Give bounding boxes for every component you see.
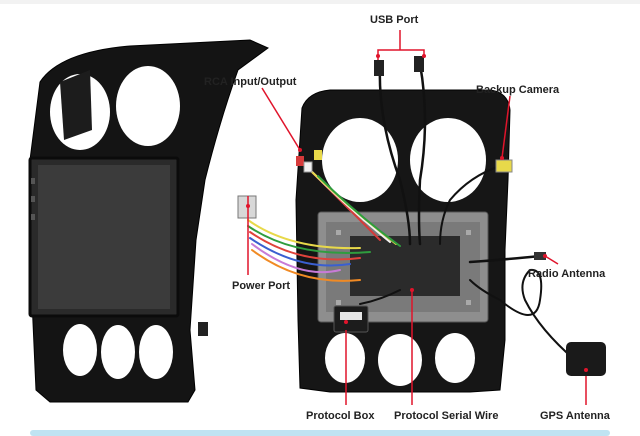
front-lower-vent-1 bbox=[63, 324, 97, 376]
radio-antenna-plug bbox=[534, 252, 546, 260]
usb-port-label: USB Port bbox=[370, 14, 419, 26]
gps-antenna-puck bbox=[566, 342, 606, 376]
protocol-serial-wire-label: Protocol Serial Wire bbox=[394, 410, 499, 422]
gps-antenna-label: GPS Antenna bbox=[540, 410, 610, 422]
top-strip bbox=[0, 0, 640, 4]
front-lower-vent-3 bbox=[139, 325, 173, 379]
front-vent-right bbox=[116, 66, 180, 146]
usb-plug-left bbox=[374, 60, 384, 76]
rca-label: RCA Input/Output bbox=[204, 76, 297, 88]
rear-frame bbox=[295, 89, 511, 393]
backup-camera-plug bbox=[495, 159, 513, 173]
power-port-label: Power Port bbox=[232, 280, 291, 292]
backup-camera-label: Backup Camera bbox=[476, 84, 560, 96]
front-lower-vent-2 bbox=[101, 325, 135, 379]
rca-plug-red bbox=[296, 156, 304, 166]
rca-plug-yellow bbox=[314, 150, 322, 160]
rca-plug-white bbox=[303, 161, 313, 173]
wiring-harness bbox=[247, 62, 576, 361]
radio-antenna-label: Radio Antenna bbox=[528, 268, 606, 280]
front-frame bbox=[28, 39, 269, 403]
bottom-accent-bar bbox=[30, 430, 610, 436]
callouts bbox=[247, 30, 587, 405]
protocol-box-label: Protocol Box bbox=[306, 410, 375, 422]
usb-plug-right bbox=[414, 56, 424, 72]
